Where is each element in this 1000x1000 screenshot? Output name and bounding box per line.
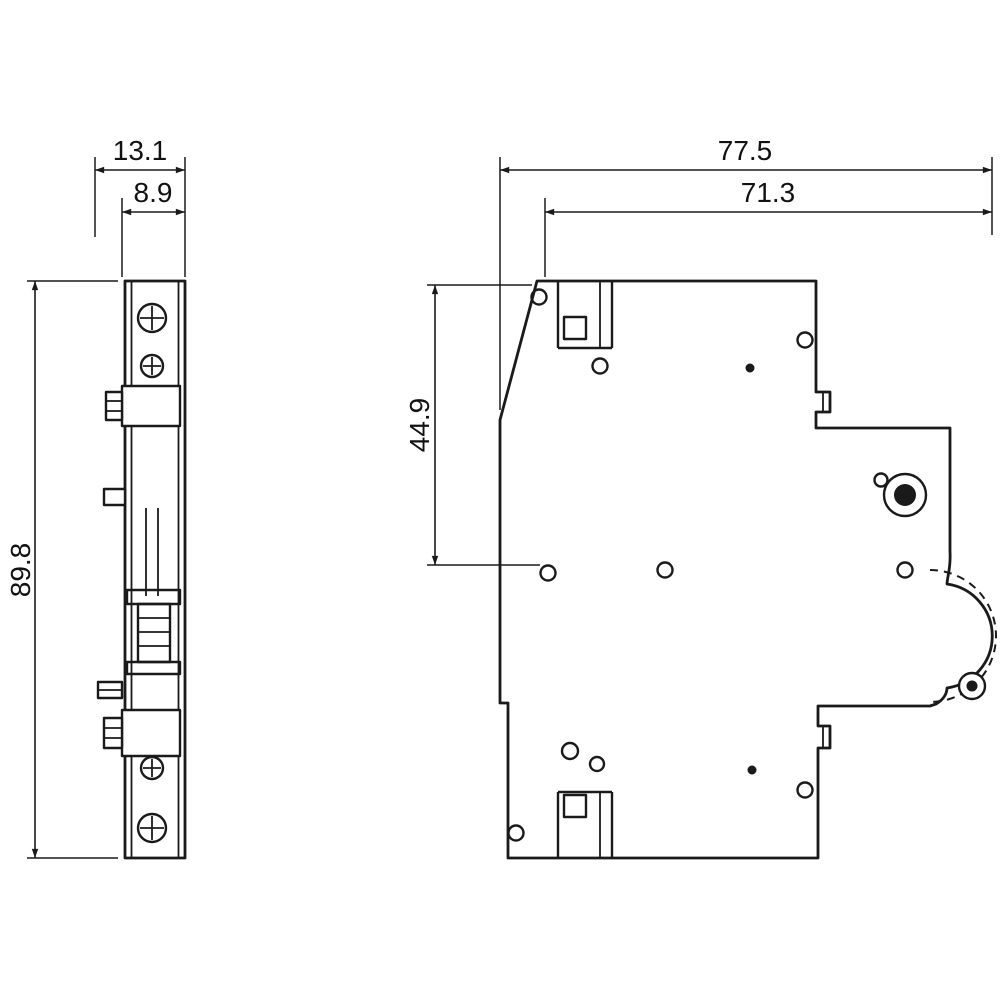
dimension-77-5: 77.5 bbox=[499, 135, 993, 410]
housing-outline bbox=[498, 279, 994, 860]
upper-terminal-clamp bbox=[104, 390, 124, 422]
terminal-block-bottom bbox=[556, 790, 614, 858]
terminal-block-top bbox=[556, 281, 614, 350]
dim-label-right-upper-height: 44.9 bbox=[404, 398, 435, 453]
hole-below-top-terminal bbox=[591, 357, 609, 375]
dim-label-left-height: 89.8 bbox=[5, 543, 36, 598]
screw-top-inner bbox=[139, 353, 165, 379]
dimension-44-9: 44.9 bbox=[404, 284, 540, 566]
dimension-8-9: 8.9 bbox=[121, 177, 185, 277]
rivet-top bbox=[745, 363, 755, 373]
hole-above-bottom-terminal bbox=[560, 741, 580, 761]
dim-label-right-overall-width: 77.5 bbox=[718, 135, 773, 166]
contact-block-top bbox=[125, 588, 182, 606]
toggle-pivot bbox=[873, 472, 928, 518]
hole-mid-right bbox=[896, 561, 914, 579]
side-peg bbox=[102, 487, 127, 507]
dimension-89-8: 89.8 bbox=[5, 280, 118, 859]
dimension-71-3: 71.3 bbox=[544, 177, 992, 277]
right-profile-view bbox=[498, 279, 998, 860]
upper-terminal-body bbox=[120, 384, 182, 428]
rivet-bottom bbox=[747, 765, 757, 775]
screw-bottom-outer bbox=[136, 812, 168, 844]
dimension-13-1: 13.1 bbox=[94, 135, 186, 277]
hole-bottom-right bbox=[796, 781, 814, 799]
hole-top-right bbox=[796, 331, 814, 349]
hole-above-bottom-terminal-2 bbox=[588, 755, 606, 773]
left-side-view bbox=[96, 279, 187, 860]
hole-bottom-left bbox=[507, 824, 525, 842]
contact-block-bottom bbox=[125, 660, 182, 676]
screw-bottom-inner bbox=[139, 755, 165, 781]
hole-mid-left bbox=[539, 564, 557, 582]
hole-top-left bbox=[530, 288, 548, 306]
device-body-outline bbox=[123, 279, 187, 860]
dim-label-left-overall-width: 13.1 bbox=[113, 135, 168, 166]
lever-pivot-pin bbox=[957, 671, 987, 701]
lower-terminal-clamp bbox=[102, 716, 124, 750]
contact-block-body bbox=[136, 602, 172, 664]
dim-label-left-body-width: 8.9 bbox=[134, 177, 173, 208]
screw-top-outer bbox=[136, 302, 168, 334]
hole-mid-center bbox=[656, 561, 674, 579]
lower-terminal-body bbox=[120, 708, 182, 758]
dim-label-right-body-width: 71.3 bbox=[741, 177, 796, 208]
